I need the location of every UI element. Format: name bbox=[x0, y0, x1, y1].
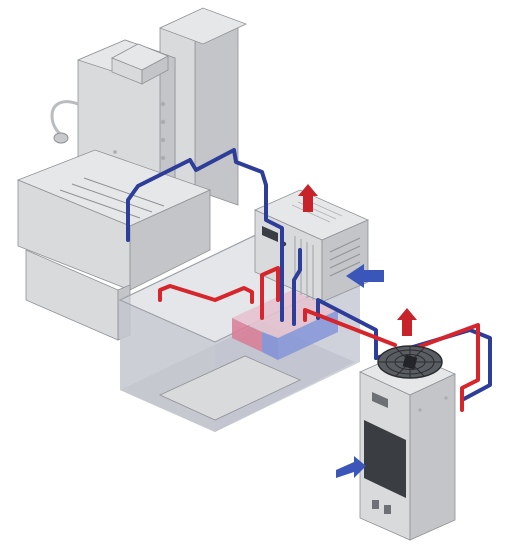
heat-exchanger-unit bbox=[254, 189, 369, 303]
reservoir-front-red bbox=[232, 318, 262, 352]
fan-exhaust bbox=[397, 308, 417, 336]
table-side bbox=[129, 189, 211, 291]
chiller-cabinet bbox=[359, 351, 456, 541]
lamp-arm bbox=[50, 100, 79, 136]
reservoir-top bbox=[232, 290, 338, 338]
bolt bbox=[160, 155, 166, 161]
motor-block-side bbox=[141, 55, 169, 85]
hot-pipe-loop bbox=[403, 323, 480, 412]
lamp-icon bbox=[53, 132, 69, 144]
cabinet-side bbox=[409, 373, 456, 541]
airflow-arrows bbox=[298, 184, 417, 478]
fan-icon bbox=[402, 354, 418, 370]
cooling-pipes bbox=[126, 148, 492, 412]
bolt bbox=[444, 396, 448, 400]
hot-air-exhaust bbox=[298, 184, 318, 212]
hx-side-vents bbox=[329, 237, 361, 277]
bolt bbox=[160, 101, 166, 107]
rail bbox=[71, 183, 153, 213]
bolt bbox=[160, 119, 166, 125]
cabinet-switch bbox=[384, 505, 391, 514]
condenser-fan bbox=[377, 345, 443, 379]
cabinet-display bbox=[372, 392, 388, 408]
cold-pipe-chiller bbox=[316, 298, 378, 360]
dielectric-reservoir bbox=[232, 290, 338, 360]
bolt bbox=[113, 150, 117, 154]
rail bbox=[83, 177, 165, 207]
hot-pipe-main bbox=[158, 284, 254, 304]
bolt bbox=[418, 408, 422, 412]
work-lamp bbox=[50, 100, 79, 144]
cabinet-switch bbox=[372, 500, 379, 509]
machine-base bbox=[16, 149, 212, 341]
hx-control-panel bbox=[262, 226, 278, 242]
reservoir-side-blue bbox=[278, 310, 338, 360]
cabinet-grille bbox=[364, 420, 406, 498]
hot-pipe-return bbox=[303, 308, 397, 347]
cabinet-intake bbox=[336, 456, 366, 478]
column-top-face bbox=[158, 7, 248, 45]
hot-pipe-up bbox=[260, 266, 280, 320]
cold-air-intake bbox=[346, 264, 384, 288]
cold-pipe-head bbox=[126, 148, 284, 322]
bolt bbox=[160, 137, 166, 143]
tank-step bbox=[159, 355, 301, 421]
reservoir-front-blue bbox=[262, 332, 278, 360]
cold-pipe-return bbox=[292, 248, 302, 326]
